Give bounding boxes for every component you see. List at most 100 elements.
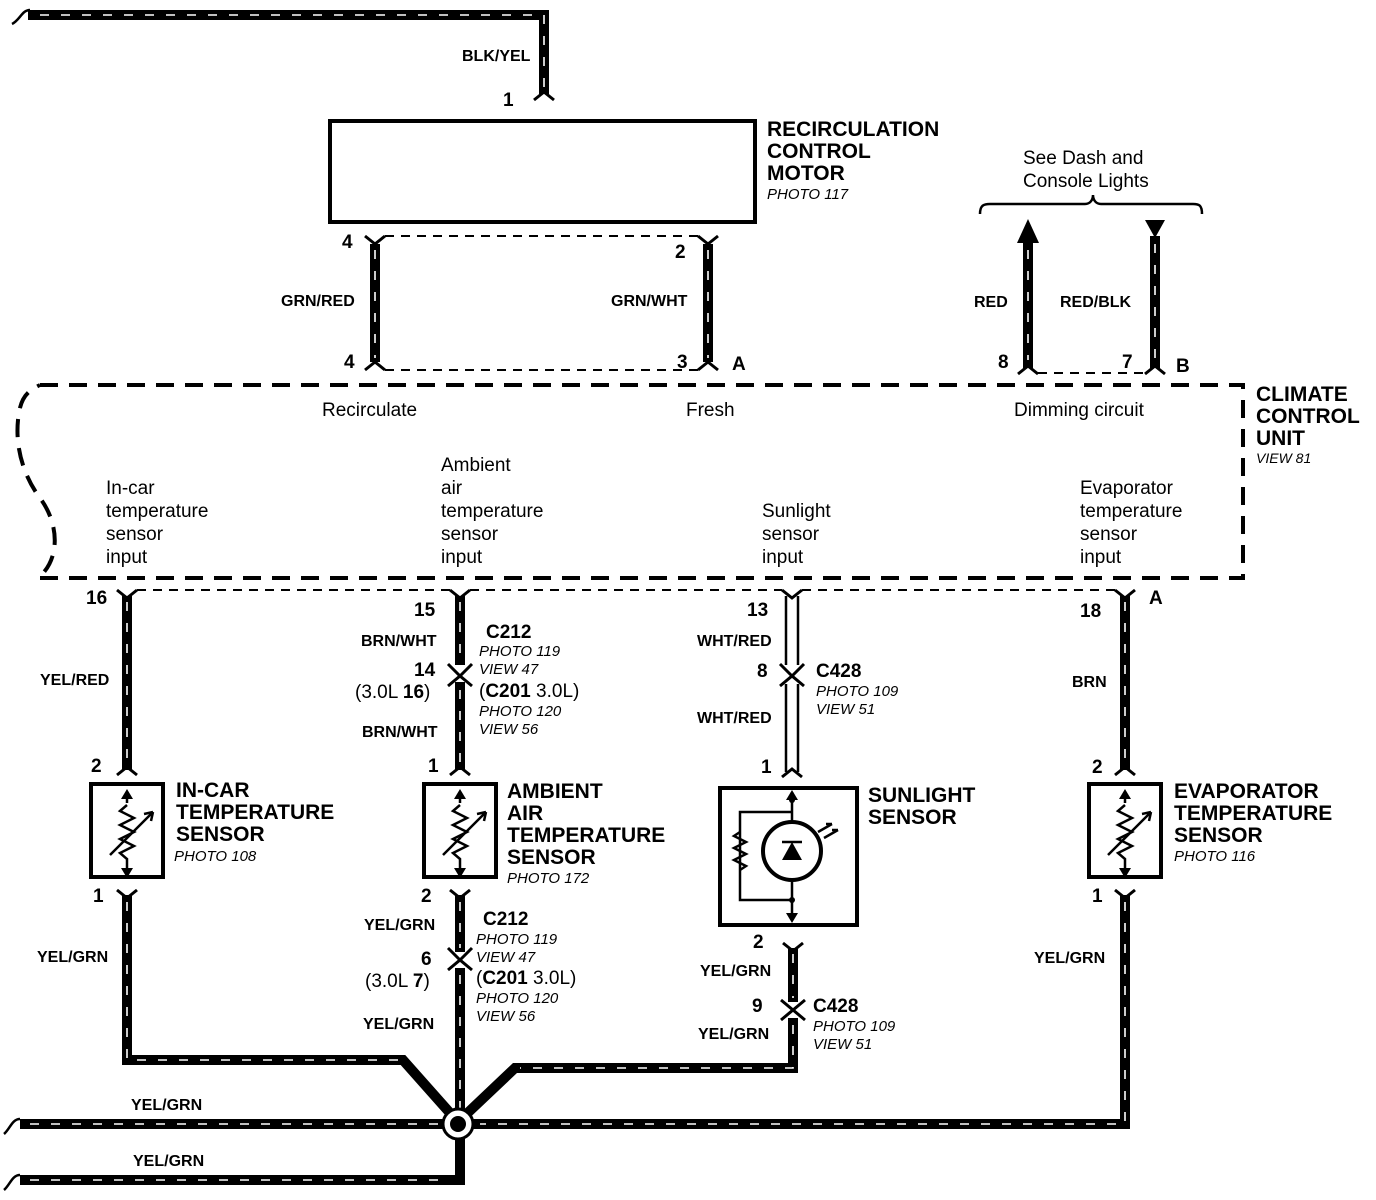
sunlight-name-line1: SUNLIGHT: [868, 784, 976, 807]
ambient-name-line3: TEMPERATURE: [507, 824, 665, 847]
evap-pin-1: 1: [1092, 886, 1103, 907]
sunlight-ground-wire-lower: [454, 1018, 798, 1126]
recirculate-label: Recirculate: [322, 400, 417, 421]
ambient-input-3: temperature: [441, 501, 543, 522]
evap-photo: PHOTO 116: [1174, 848, 1256, 865]
sunlight-input-1: Sunlight: [762, 501, 831, 522]
sunlight-pin-8: 8: [757, 661, 768, 682]
c428-top-photo: PHOTO 109: [816, 683, 899, 700]
ambient-pin-6: 6: [421, 949, 432, 970]
motor-name-line2: CONTROL: [767, 140, 871, 163]
dashed-links: [137, 235, 1145, 591]
wht-red-label-upper: WHT/RED: [697, 633, 772, 650]
c212-bot-conn: C212: [483, 909, 528, 930]
evap-input-2: temperature: [1080, 501, 1182, 522]
c212-top-conn: C212: [486, 622, 531, 643]
sunlight-sensor-symbol: [718, 786, 859, 927]
incar-input-3: sensor: [106, 524, 164, 545]
grn-wht-label: GRN/WHT: [611, 293, 688, 310]
yel-grn-label-ambient-lower: YEL/GRN: [363, 1016, 434, 1033]
c212-bot-view: VIEW 47: [476, 949, 536, 966]
dash-ref-line1: See Dash and: [1023, 148, 1143, 169]
light-rays-icon: [817, 822, 839, 840]
c428-bot-photo: PHOTO 109: [813, 1018, 896, 1035]
dash-ref-line2: Console Lights: [1023, 171, 1149, 192]
dimming-label: Dimming circuit: [1014, 400, 1145, 421]
c201-top-view: VIEW 56: [479, 721, 539, 738]
wht-red-wire-lower: [784, 684, 800, 772]
sunlight-pin-13: 13: [747, 600, 768, 621]
c201-top-photo: PHOTO 120: [479, 703, 562, 720]
red-label: RED: [974, 294, 1008, 311]
ambient-input-2: air: [441, 478, 463, 499]
motor-name-line1: RECIRCULATION: [767, 118, 939, 141]
c428-bot-conn: C428: [813, 996, 858, 1017]
evap-conn-a: A: [1149, 588, 1163, 609]
bus-lower-label: YEL/GRN: [133, 1153, 204, 1170]
red-blk-label: RED/BLK: [1060, 294, 1132, 311]
bracket: [978, 194, 1204, 215]
c212-top-view: VIEW 47: [479, 661, 539, 678]
ccu-view: VIEW 81: [1256, 450, 1311, 466]
motor-pin-4: 4: [342, 232, 353, 253]
sunlight-pin-2: 2: [753, 932, 764, 953]
incar-name-line1: IN-CAR: [176, 779, 250, 802]
incar-input-2: temperature: [106, 501, 208, 522]
thermistor-icon: [109, 789, 155, 878]
incar-name-line2: TEMPERATURE: [176, 801, 334, 824]
grn-red-label: GRN/RED: [281, 293, 355, 310]
ambient-name-line1: AMBIENT: [507, 780, 603, 803]
incar-pin-1: 1: [93, 886, 104, 907]
ccu-outline: [15, 383, 1245, 580]
ambient-input-4: sensor: [441, 524, 499, 545]
incar-input-4: input: [106, 547, 148, 568]
evap-sensor-symbol: [1087, 782, 1163, 879]
sunlight-pin-1: 1: [761, 757, 772, 778]
evap-input-4: input: [1080, 547, 1122, 568]
evap-input-1: Evaporator: [1080, 478, 1174, 499]
incar-pin-16: 16: [86, 588, 107, 609]
c428-top-view: VIEW 51: [816, 701, 875, 718]
c428-bot-view: VIEW 51: [813, 1036, 872, 1053]
incar-ground-label: YEL/GRN: [37, 949, 108, 966]
ccu-pin-4: 4: [344, 352, 355, 373]
motor-pin-1: 1: [503, 90, 514, 111]
incar-name-line3: SENSOR: [176, 823, 265, 846]
c212-bot-photo: PHOTO 119: [476, 931, 558, 948]
conn-b-label: B: [1176, 356, 1190, 377]
evap-ground-label: YEL/GRN: [1034, 950, 1105, 967]
resistor-icon: [731, 830, 749, 872]
ccu-name-line1: CLIMATE: [1256, 383, 1348, 406]
incar-photo: PHOTO 108: [174, 848, 257, 865]
conn-a-label: A: [732, 354, 746, 375]
brn-wht-label-upper: BRN/WHT: [361, 633, 437, 650]
sunlight-pin-9: 9: [752, 996, 763, 1017]
sunlight-input-2: sensor: [762, 524, 820, 545]
wht-red-label-lower: WHT/RED: [697, 710, 772, 727]
yel-red-label: YEL/RED: [40, 672, 109, 689]
ambient-alt-pin-top: (3.0L 16): [355, 682, 430, 703]
c201-bot-photo: PHOTO 120: [476, 990, 559, 1007]
ambient-input-1: Ambient: [441, 455, 511, 476]
ambient-pin-1: 1: [428, 756, 439, 777]
wires: [20, 10, 1160, 1185]
dash-lights-link: [978, 194, 1204, 243]
evap-pin-18: 18: [1080, 601, 1101, 622]
evap-input-3: sensor: [1080, 524, 1138, 545]
ccu-name-line3: UNIT: [1256, 427, 1305, 450]
incar-input-1: In-car: [106, 478, 155, 499]
sunlight-name-line2: SENSOR: [868, 806, 957, 829]
ccu-pin-8: 8: [998, 352, 1009, 373]
thermistor-icon: [1107, 789, 1153, 878]
yel-grn-label-ambient-upper: YEL/GRN: [364, 917, 435, 934]
motor-name-line3: MOTOR: [767, 162, 845, 185]
ambient-input-5: input: [441, 547, 483, 568]
down-arrow-icon: [1145, 220, 1165, 238]
incar-pin-2: 2: [91, 756, 102, 777]
c201-top-conn: (C201 3.0L): [479, 681, 579, 702]
ground-splice: [441, 1107, 475, 1141]
recirculation-motor-box: [328, 119, 757, 224]
ccu-pin-3: 3: [677, 352, 688, 373]
ambient-pin-14: 14: [414, 660, 436, 681]
ambient-name-line2: AIR: [507, 802, 543, 825]
